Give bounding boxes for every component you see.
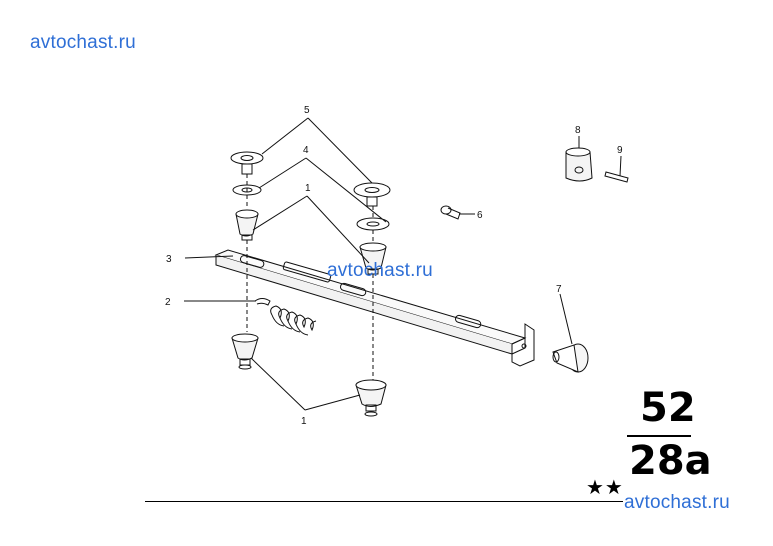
rubber-buffer-bottom-right (355, 379, 387, 417)
leader-lines (184, 117, 622, 411)
group-code-bottom: 28a (629, 438, 712, 484)
callout-1-top: 1 (305, 183, 311, 194)
knob (552, 343, 589, 373)
callout-5: 5 (304, 105, 310, 116)
rubber-buffer-bottom-left (231, 333, 259, 370)
coil-spring (270, 305, 317, 336)
callout-3: 3 (166, 254, 172, 265)
callout-9: 9 (617, 145, 623, 156)
callout-6: 6 (477, 210, 483, 221)
bushing-right (353, 182, 391, 207)
cap (565, 147, 593, 182)
callout-2: 2 (165, 297, 171, 308)
watermark-center: avtochast.ru (327, 260, 433, 281)
callout-8: 8 (575, 125, 581, 136)
assembly-lines (246, 174, 374, 380)
bolt (440, 205, 461, 220)
washer-right (356, 217, 390, 231)
baseline-rule (145, 501, 623, 502)
watermark-bottom-right: avtochast.ru (624, 492, 730, 513)
callout-1-bottom: 1 (301, 416, 307, 427)
callout-7: 7 (556, 284, 562, 295)
star-marker: ★★ (586, 477, 624, 499)
pin (604, 171, 629, 183)
callout-4: 4 (303, 145, 309, 156)
group-code-top: 52 (640, 385, 696, 431)
rubber-buffer-top-left (235, 209, 259, 241)
mounting-rail (214, 249, 535, 367)
rubber-buffer-top-right (359, 242, 387, 275)
group-code-divider (627, 435, 691, 437)
watermark-top-left: avtochast.ru (30, 32, 136, 53)
bushing-left (230, 151, 264, 175)
spring-clip (254, 298, 271, 306)
